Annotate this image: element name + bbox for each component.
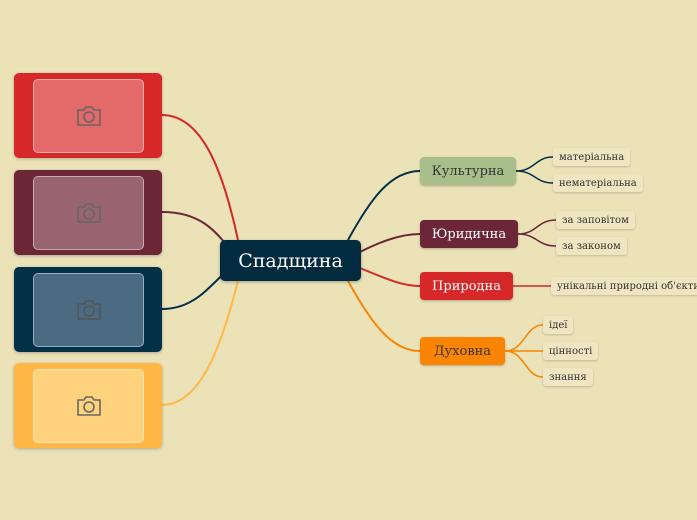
leaf-intangible[interactable]: нематеріальна <box>553 174 643 192</box>
camera-icon <box>76 106 101 126</box>
image-placeholder[interactable] <box>33 176 144 250</box>
branch-label: Природна <box>432 278 501 294</box>
image-placeholder[interactable] <box>33 369 144 443</box>
central-topic[interactable]: Спадщина <box>220 240 361 281</box>
central-topic-label: Спадщина <box>238 249 343 272</box>
image-placeholder[interactable] <box>33 273 144 347</box>
leaf-by-will[interactable]: за заповітом <box>556 211 635 229</box>
leaf-knowledge[interactable]: знання <box>543 368 593 386</box>
leaf-natural-objects[interactable]: унікальні природні об'єкти <box>551 277 697 295</box>
camera-icon <box>76 300 101 320</box>
leaf-values[interactable]: цінності <box>543 342 599 360</box>
camera-icon <box>76 203 101 223</box>
branch-label: Духовна <box>433 343 492 359</box>
image-card-red[interactable] <box>14 73 162 158</box>
image-card-yellow[interactable] <box>14 363 162 448</box>
branch-label: Юридична <box>431 226 507 242</box>
leaf-by-law[interactable]: за законом <box>556 237 627 255</box>
image-placeholder[interactable] <box>33 79 144 153</box>
leaf-material[interactable]: матеріальна <box>553 148 631 166</box>
branch-label: Культурна <box>431 163 505 179</box>
branch-spiritual[interactable]: Духовна <box>420 337 505 365</box>
branch-cultural[interactable]: Культурна <box>420 157 516 185</box>
camera-icon <box>76 396 101 416</box>
branch-natural[interactable]: Природна <box>420 272 513 300</box>
leaf-ideas[interactable]: ідеї <box>543 316 574 334</box>
image-card-navy[interactable] <box>14 267 162 352</box>
image-card-maroon[interactable] <box>14 170 162 255</box>
branch-legal[interactable]: Юридична <box>420 220 518 248</box>
